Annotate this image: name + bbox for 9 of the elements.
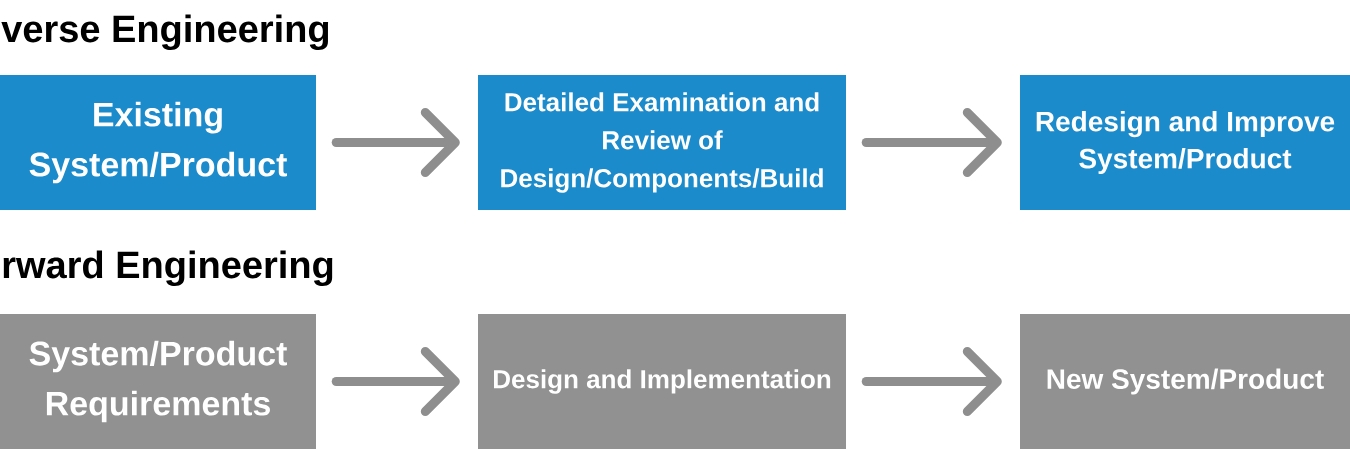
section-heading: rward Engineering — [3, 250, 333, 287]
process-box: System/Product Requirements — [0, 314, 316, 449]
process-box: Detailed Examination and Review of Design/Components/Build — [478, 75, 846, 210]
process-box: New System/Product — [1020, 314, 1350, 449]
process-box: Redesign and Improve System/Product — [1020, 75, 1350, 210]
process-box: Existing System/Product — [0, 75, 316, 210]
arrow — [861, 108, 1002, 177]
process-box: Design and Implementation — [478, 314, 846, 449]
arrow — [861, 347, 1002, 416]
